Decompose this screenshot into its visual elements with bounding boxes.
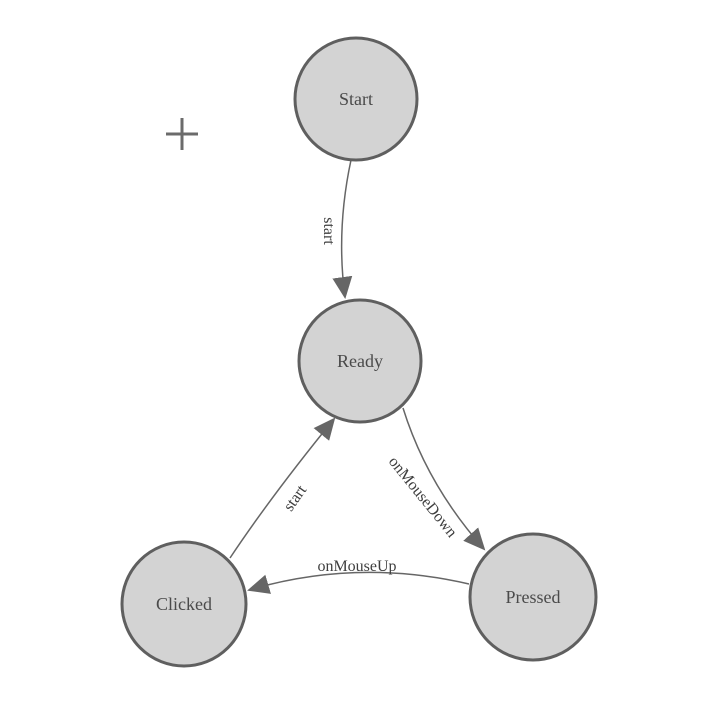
node-start-label: Start [339, 89, 373, 109]
node-ready-label: Ready [337, 351, 383, 371]
edge-ready-to-pressed[interactable]: onMouseDown [385, 407, 486, 551]
edge-line[interactable] [229, 417, 336, 559]
node-clicked[interactable]: Clicked [120, 540, 248, 668]
node-pressed-label: Pressed [506, 587, 561, 607]
node-pressed[interactable]: Pressed [468, 532, 598, 662]
plus-crosshair-icon [166, 118, 198, 150]
edge-label-onmouseup: onMouseUp [317, 558, 396, 575]
node-ready[interactable]: Ready [297, 298, 423, 424]
edge-label-onmousedown: onMouseDown [385, 453, 460, 540]
edge-clicked-to-ready[interactable]: start [229, 417, 336, 559]
edge-label-start-left: start [280, 482, 310, 515]
node-start[interactable]: Start [293, 36, 419, 162]
edge-line[interactable] [402, 407, 486, 551]
node-start-circle[interactable] [293, 36, 419, 162]
edge-label-start-top: start [320, 217, 337, 245]
edge-line[interactable] [332, 159, 353, 299]
node-clicked-circle[interactable] [120, 540, 248, 668]
edge-start-to-ready[interactable]: start [320, 159, 353, 299]
node-clicked-label: Clicked [156, 594, 212, 614]
edge-pressed-to-clicked[interactable]: onMouseUp [247, 558, 470, 594]
node-ready-circle[interactable] [297, 298, 423, 424]
edge-line[interactable] [247, 571, 470, 594]
node-pressed-circle[interactable] [468, 532, 598, 662]
